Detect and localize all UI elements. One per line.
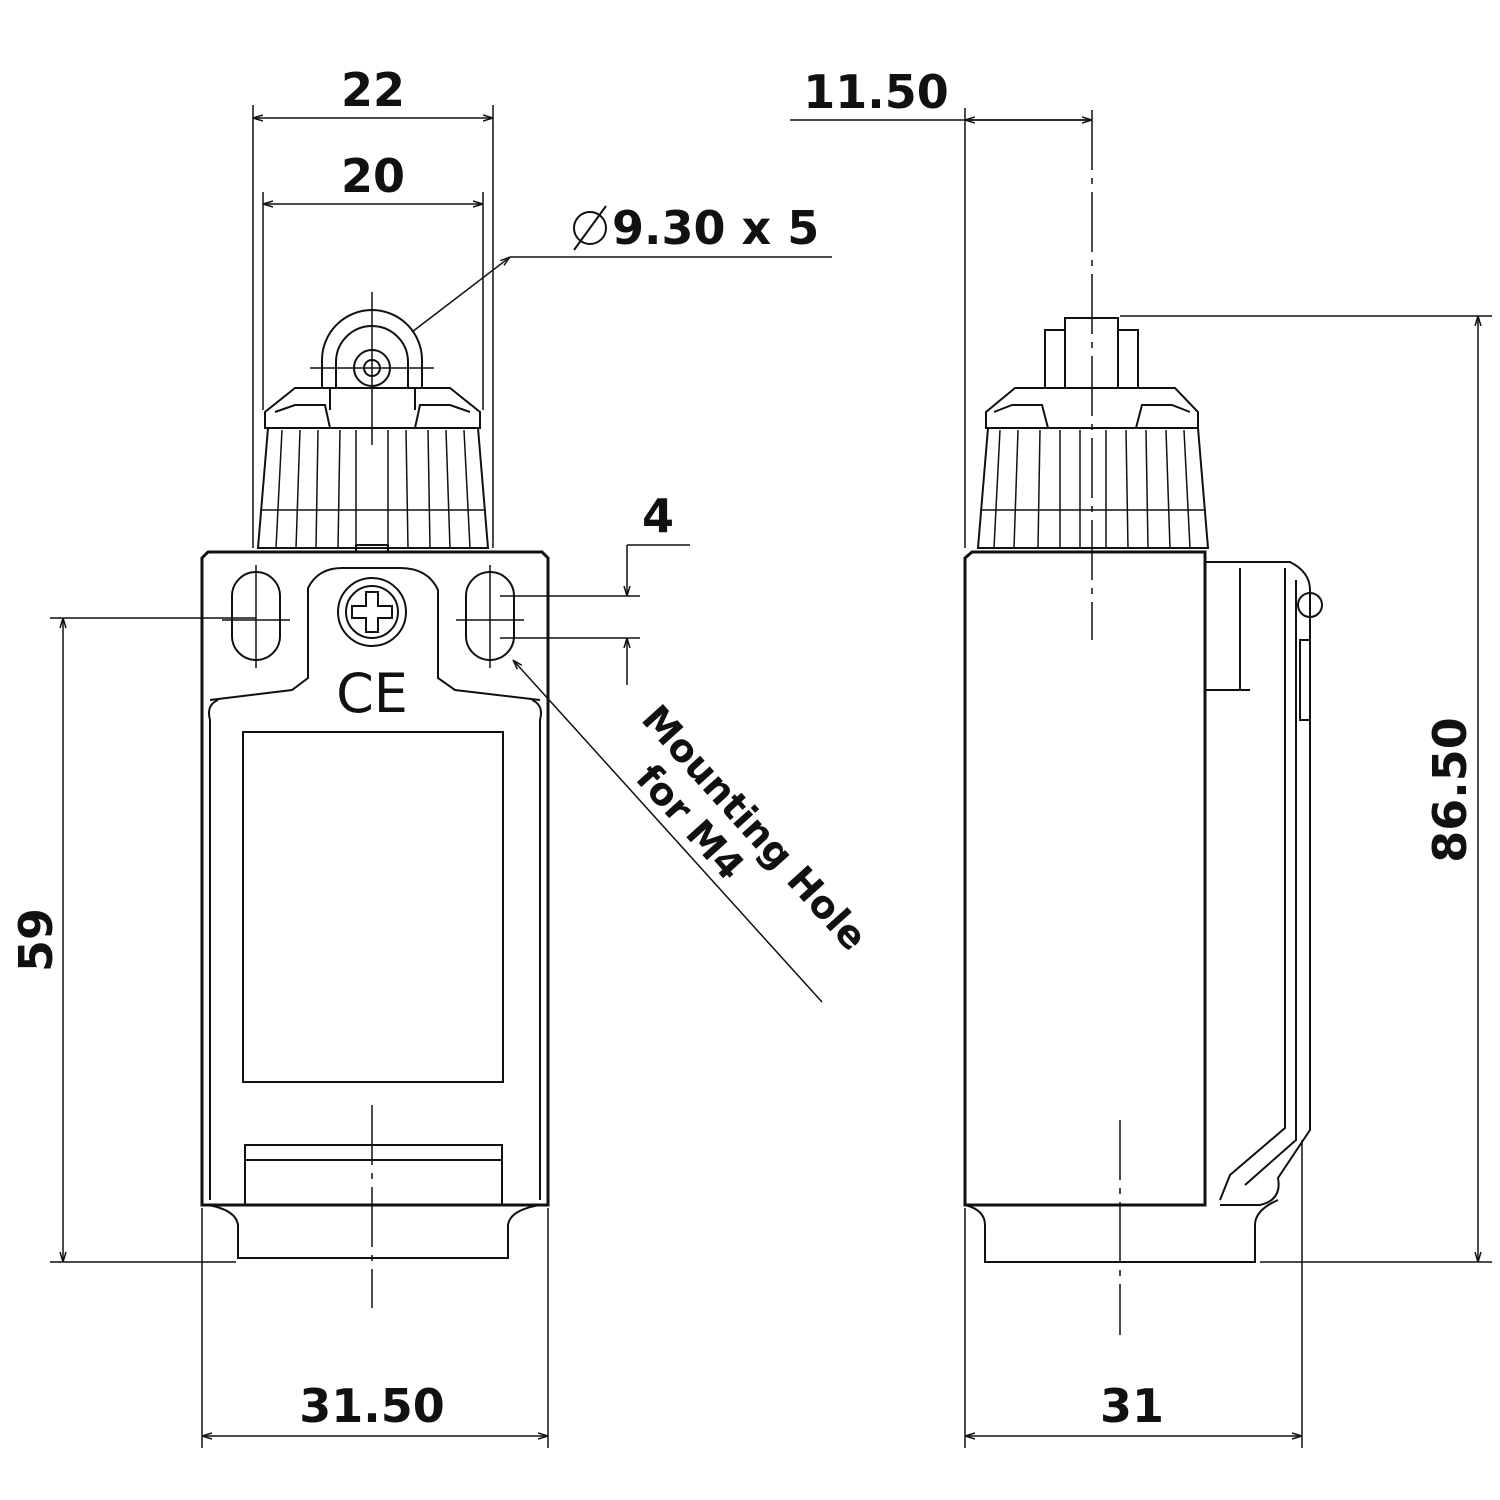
dim-roller-diameter: 9.30 x 5 [612,201,819,255]
dim-slot-4: 4 [642,489,674,543]
phillips-screw-icon [337,577,407,647]
ce-mark-icon: CE [336,662,408,725]
switch-housing [200,550,550,1259]
actuator-head [256,387,490,558]
dim-width-22: 22 [341,63,405,117]
dim-depth-31: 31 [1100,1379,1164,1433]
dim-height-59: 59 [9,908,63,972]
diameter-symbol-icon [573,205,607,251]
side-view [963,110,1323,1335]
dim-width-31-50: 31.50 [299,1379,445,1433]
dim-width-20: 20 [341,149,405,203]
dim-offset-11-50: 11.50 [803,65,949,119]
dim-height-86-50: 86.50 [1423,717,1477,863]
roller [310,292,434,445]
front-view: CE [200,292,550,1308]
label-window [242,731,504,1083]
cable-entry [244,1144,503,1206]
side-dimensions: 11.50 86.50 31 [790,65,1492,1448]
cover-clip [1205,561,1323,1206]
